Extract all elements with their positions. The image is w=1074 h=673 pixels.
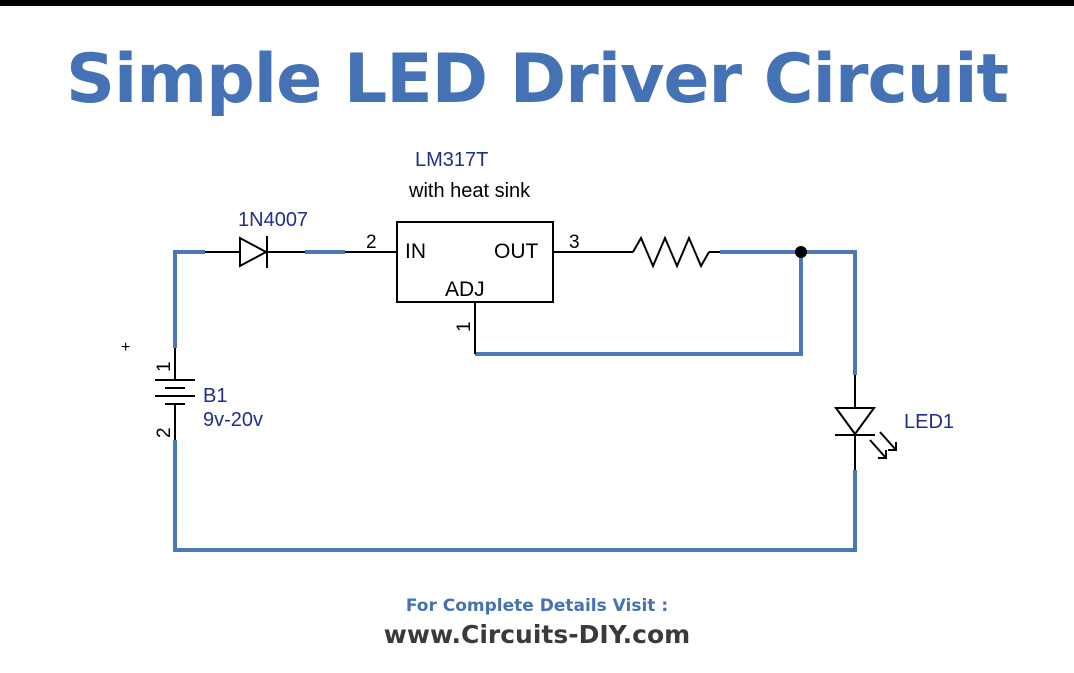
led-ref-label: LED1 (904, 411, 954, 433)
wire-battery-to-diode (173, 250, 205, 348)
wire-resistor-to-node (720, 250, 857, 375)
regulator-out-pin-number: 3 (569, 232, 580, 253)
wire-node-to-adj (475, 252, 803, 356)
battery-polarity-mark: + (121, 339, 130, 356)
diode-symbol (205, 236, 305, 268)
wire-led-to-battery (173, 440, 857, 552)
led-symbol (834, 375, 897, 470)
wires (173, 250, 857, 552)
regulator-part-label: LM317T (415, 149, 488, 171)
top-bar (0, 0, 1074, 6)
regulator-adj-pin-number: 1 (454, 321, 475, 332)
battery-symbol (155, 348, 195, 440)
component-symbols (155, 221, 897, 470)
battery-value-label: 9v-20v (203, 409, 263, 431)
page-title: Simple LED Driver Circuit (65, 40, 1009, 119)
regulator-out-label: OUT (494, 240, 539, 263)
regulator-note: with heat sink (408, 180, 531, 202)
regulator-adj-label: ADJ (445, 278, 485, 301)
diode-part-label: 1N4007 (238, 209, 308, 231)
regulator-in-pin-number: 2 (366, 232, 377, 253)
footer-website[interactable]: www.Circuits-DIY.com (383, 620, 691, 649)
regulator-in-label: IN (405, 240, 426, 263)
battery-pin-top-number: 1 (154, 361, 175, 372)
junction-dot (795, 246, 807, 258)
battery-pin-bottom-number: 2 (154, 427, 175, 438)
battery-ref-label: B1 (203, 385, 227, 407)
resistor-symbol (605, 235, 720, 269)
footer-visit-text: For Complete Details Visit : (405, 596, 669, 616)
